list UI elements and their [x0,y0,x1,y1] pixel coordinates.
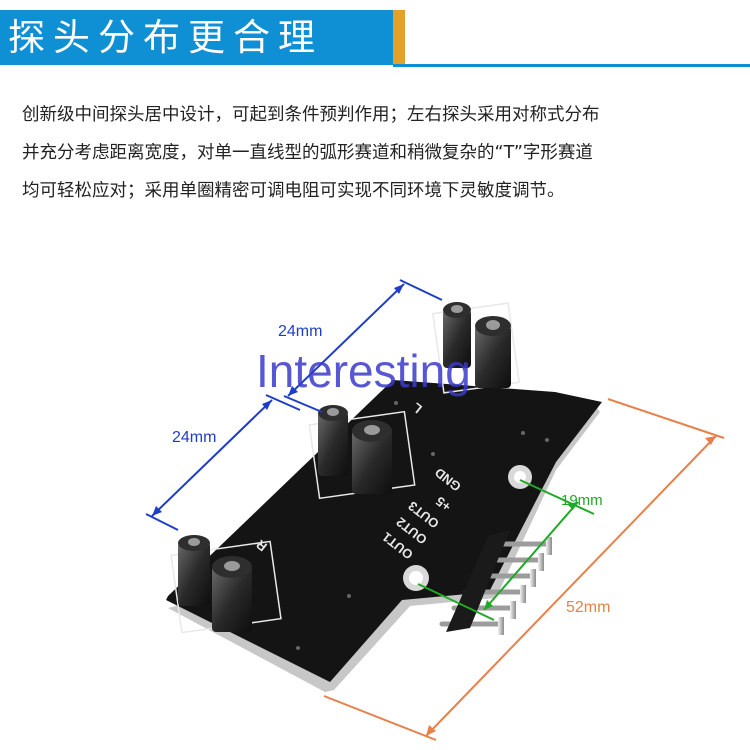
pcb-board [166,380,602,692]
dimension-left-24mm [145,394,301,531]
header-pins [439,530,552,635]
dimension-pins-19mm [417,479,595,621]
mounting-hole [508,465,532,489]
product-description: 创新级中间探头居中设计，可起到条件预判作用；左右探头采用对称式分布 并充分考虑距… [22,96,734,210]
silkscreen-vcc: +5 [433,494,454,515]
description-line: 均可轻松应对；采用单圈精密可调电阻可实现不同环境下灵敏度调节。 [22,181,565,201]
ir-sensor-right [431,302,521,394]
watermark-text: Interesting [256,345,471,397]
dimension-top-24mm [283,279,443,413]
sensor-board-illustration: GND +5 OUT3 OUT2 OUT1 R L [145,279,725,741]
dimension-length-52mm [323,398,725,741]
dimension-left-label: 24mm [172,429,216,446]
header-accent-stripe [393,10,405,65]
header-divider-line [393,64,750,67]
dimension-pins-label: 19mm [561,492,603,509]
header-title-background [0,10,393,65]
dimension-length-label: 52mm [566,599,610,616]
mounting-hole [403,565,429,591]
ir-sensor-middle [308,405,416,500]
description-line: 并充分考虑距离宽度，对单一直线型的弧形赛道和稍微复杂的“T”字形赛道 [22,143,593,163]
header-bar: 探头分布更合理 [0,0,750,72]
dimension-top-label: 24mm [278,323,322,340]
ir-sensor-left [170,535,282,634]
description-line: 创新级中间探头居中设计，可起到条件预判作用；左右探头采用对称式分布 [22,105,600,125]
page-title: 探头分布更合理 [8,16,323,59]
